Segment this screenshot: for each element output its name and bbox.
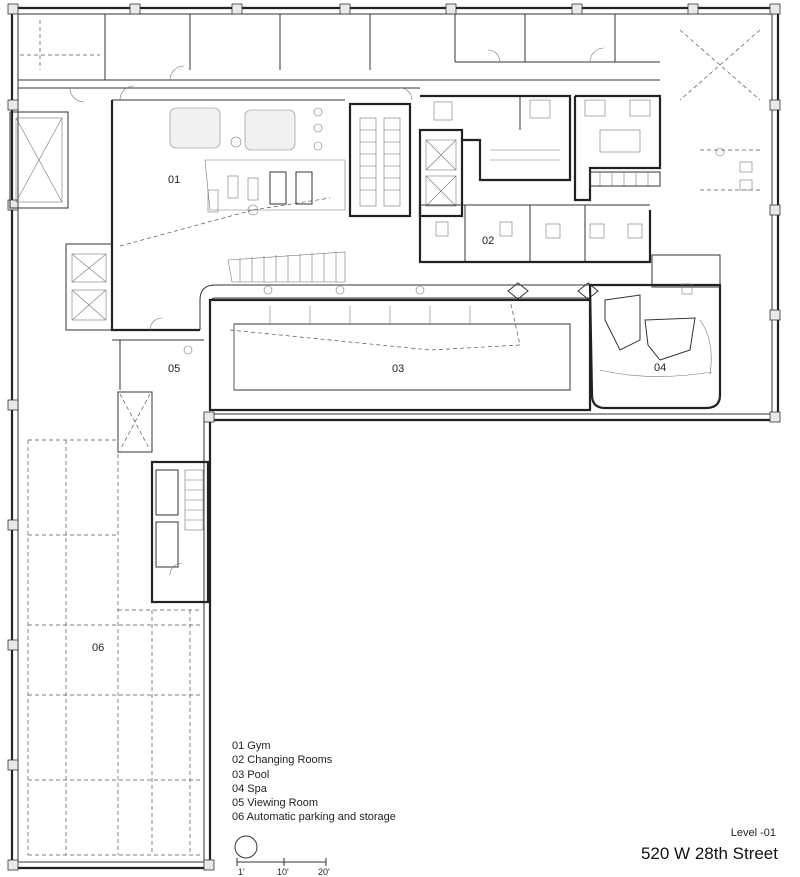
legend-item: 03 Pool [232,768,270,781]
room-label-05: 05 [168,363,180,375]
viewing-room [112,317,204,453]
address-title: 520 W 28th Street [640,844,778,863]
top-rooms [18,14,660,103]
spa [588,254,722,410]
legend-item: 02 Changing Rooms [232,754,333,767]
room-label-02: 02 [482,235,494,247]
scale-bar: 1' 10' 20' [234,835,330,877]
legend-item: 06 Automatic parking and storage [232,811,396,824]
parking-core [150,460,210,604]
room-label-06: 06 [92,642,104,654]
legend-item: 04 Spa [232,782,267,795]
room-labels: 01 02 03 04 05 06 [92,174,666,654]
columns [7,3,781,871]
right-area [679,29,761,191]
room-label-03: 03 [392,363,404,375]
room-label-04: 04 [654,362,666,374]
level-label: Level -01 [730,827,776,839]
pool [208,298,592,412]
stairs [227,102,412,283]
scale-label-20: 20' [318,867,330,877]
changing-rooms [418,94,662,264]
left-core [9,111,113,331]
scale-label-10: 10' [277,867,289,877]
pool-walkway [199,282,599,330]
legend-item: 01 Gym [232,740,271,752]
scale-label-1: 1' [238,867,245,877]
parking-grid [27,439,200,856]
room-legend: 01 Gym 02 Changing Rooms 03 Pool 04 Spa … [232,739,396,825]
room-label-01: 01 [168,174,180,186]
legend-item: 05 Viewing Room [232,797,319,810]
gym [110,99,346,332]
